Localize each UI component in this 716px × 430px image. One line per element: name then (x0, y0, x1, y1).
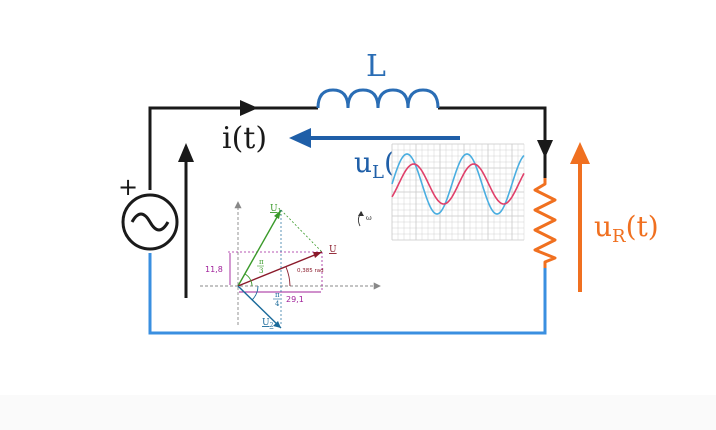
waveform-red (391, 163, 525, 205)
angle-pi3-bottom: 3 (259, 267, 263, 275)
oscilloscope-inset (391, 143, 525, 241)
current-label: i(t) (222, 121, 267, 156)
u1-label: U1 (270, 204, 281, 215)
bottom-wire (148, 253, 547, 335)
background-band (0, 395, 716, 430)
source-voltage-arrow (178, 143, 194, 298)
angle-arc-rad (285, 266, 291, 287)
current-direction-arrow (240, 100, 258, 116)
uL-label: uL( (354, 146, 395, 183)
inductor-coil (316, 88, 440, 109)
scope-grid (391, 143, 525, 241)
height-value: 11,8 (205, 265, 223, 274)
uR-arrow (570, 142, 590, 292)
angle-arc-pi3 (244, 273, 253, 287)
u2-label: U2 (262, 318, 274, 329)
top-left-wire (148, 106, 318, 190)
angle-pi4-bottom: 4 (275, 300, 280, 308)
vector-u1 (237, 209, 282, 287)
waveform-blue (391, 153, 525, 215)
angle-rad-label: 0,385 rad (297, 268, 324, 274)
resistor-zigzag (533, 178, 557, 268)
u-label: U (329, 245, 337, 255)
angle-pi4-top: π (275, 291, 280, 299)
angle-pi3-top: π (259, 258, 264, 266)
uL-arrow (289, 128, 460, 148)
vector-u2 (237, 285, 282, 329)
angle-arc-pi4 (251, 285, 259, 301)
resistor-current-arrow (537, 140, 553, 158)
width-value: 29,1 (286, 295, 304, 304)
circuit-wires (148, 100, 553, 335)
source-plus-sign: + (118, 173, 138, 201)
inductor-label: L (366, 49, 386, 84)
uR-label: uR(t) (594, 210, 659, 247)
ac-source (121, 193, 179, 251)
omega-label: ω (366, 214, 372, 222)
vector-u (237, 251, 323, 287)
phasor-diagram: U1 U U2 π 3 0,385 rad π 4 11,8 29,1 ω (196, 196, 386, 329)
